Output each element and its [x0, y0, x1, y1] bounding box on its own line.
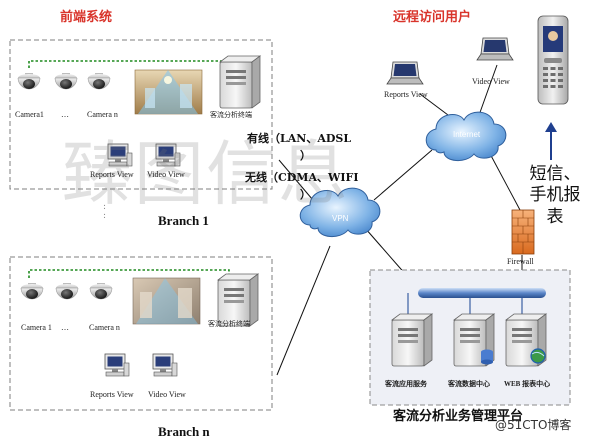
app-server-icon — [391, 313, 433, 367]
branchn-camera-bus — [28, 269, 230, 278]
watermark-text: 臻图信息 — [62, 133, 350, 215]
branchn-camera-1-label: Camera 1 — [21, 323, 52, 332]
branch1-dashed-box — [9, 39, 273, 190]
sms-report-label: 短信、手机报表 — [529, 164, 581, 227]
branchn-to-vpn-line — [276, 245, 331, 376]
site-credit-watermark: @51CTO博客 — [495, 418, 572, 432]
vpn-to-internet-line — [373, 149, 433, 201]
branchn-container — [9, 256, 273, 411]
connection-lines — [276, 64, 523, 376]
mobile-phone-icon — [537, 15, 569, 105]
wireless-connection-label: 无线（CDMA、WIFI — [245, 171, 359, 184]
branch1-terminal-icon — [219, 55, 261, 109]
branch1-camera-n-icon — [87, 72, 111, 90]
branch-continuation-dots: : : — [103, 203, 106, 221]
branchn-camera-1-icon — [20, 282, 44, 300]
branchn-terminal-icon — [217, 273, 259, 327]
remote-users-title: 远程访问用户 — [393, 10, 472, 25]
wireless-connection-label-close: ） — [300, 188, 311, 201]
data-center-label: 客流数据中心 — [448, 380, 490, 388]
web-report-label: WEB 报表中心 — [504, 380, 551, 388]
internet-label: Internet — [453, 130, 481, 139]
branch1-camera-1-icon — [17, 72, 41, 90]
wired-connection-label-close: ） — [300, 149, 311, 162]
internet-cloud-icon — [425, 111, 507, 161]
remote-reports-view-label: Reports View — [384, 90, 428, 99]
branchn-reports-pc-icon — [104, 353, 130, 377]
reports-laptop-to-internet-line — [419, 93, 453, 119]
sms-arrow-icon — [545, 122, 557, 160]
internet-to-firewall-line — [487, 149, 521, 211]
database-icon — [481, 349, 493, 365]
remote-reports-laptop-icon — [386, 61, 424, 85]
vpn-cloud-icon — [299, 187, 381, 237]
branchn-camera-n-icon — [89, 282, 113, 300]
branch1-camera-n-label: Camera n — [87, 110, 118, 119]
branchn-camera-2-icon — [55, 282, 79, 300]
platform-network-bus — [418, 288, 546, 298]
branch1-camera-2-icon — [54, 72, 78, 90]
branch-continuation-dot-2: : — [103, 211, 107, 221]
branch1-terminal-label: 客流分析终端 — [210, 111, 252, 119]
branch1-store-photo — [134, 69, 203, 115]
branchn-title: Branch n — [158, 424, 210, 439]
video-laptop-to-internet-line — [477, 64, 498, 119]
branch1-camera-1-label: Camera1 — [15, 110, 44, 119]
branch1-reports-view-label: Reports View — [90, 170, 134, 179]
branchn-reports-view-label: Reports View — [90, 390, 134, 399]
branch1-container — [9, 39, 273, 190]
branchn-camera-ellipsis-label: … — [61, 323, 69, 332]
branch1-title: Branch 1 — [158, 213, 209, 228]
branch1-camera-ellipsis-label: … — [61, 110, 69, 119]
vpn-label: VPN — [332, 214, 349, 223]
firewall-icon — [511, 209, 535, 255]
branchn-camera-n-label: Camera n — [89, 323, 120, 332]
branch1-video-view-label: Video View — [147, 170, 185, 179]
wired-connection-label: 有线（LAN、ADSL — [247, 132, 352, 145]
remote-video-laptop-icon — [476, 37, 514, 61]
branchn-video-pc-icon — [152, 353, 178, 377]
platform-container — [369, 269, 571, 406]
branchn-terminal-label: 客流分析终端 — [208, 320, 250, 328]
branchn-dashed-box — [9, 256, 273, 411]
branchn-store-photo — [132, 277, 201, 325]
branchn-video-view-label: Video View — [148, 390, 186, 399]
firewall-label: Firewall — [507, 257, 534, 266]
front-system-title: 前端系统 — [60, 10, 113, 25]
platform-title: 客流分析业务管理平台 — [393, 409, 524, 424]
globe-icon — [530, 348, 546, 364]
app-server-label: 客流应用服务 — [385, 380, 427, 388]
remote-video-view-label: Video View — [472, 77, 510, 86]
branch-continuation-dot-1: : — [103, 202, 107, 212]
branch1-camera-bus — [28, 60, 230, 68]
